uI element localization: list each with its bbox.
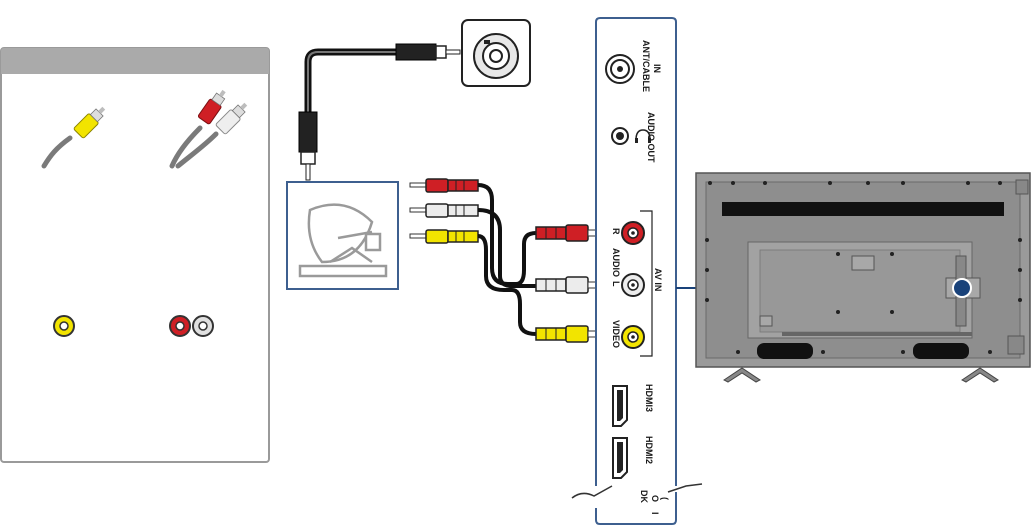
callout-dot bbox=[952, 278, 972, 298]
audio-r-jack bbox=[621, 221, 645, 245]
right-yellow-plug bbox=[535, 325, 601, 343]
hdmi2-port bbox=[612, 437, 628, 479]
audio-out-label: AUDIO OUT bbox=[646, 112, 656, 163]
coaxial-outlet-icon bbox=[461, 19, 531, 87]
left-red-plug bbox=[409, 178, 479, 193]
cutoff-label-3: ( bbox=[660, 497, 670, 500]
tv-stand-right bbox=[961, 367, 999, 383]
white-cable bbox=[477, 208, 536, 288]
hdmi2-label: HDMI2 bbox=[644, 436, 654, 464]
audio-l-jack bbox=[621, 273, 645, 297]
rca-cable-bundle bbox=[409, 178, 601, 343]
tv-connector-panel: ANT/CABLE IN AUDIO OUT bbox=[571, 17, 703, 525]
right-red-plug bbox=[535, 224, 601, 242]
tv-back-illustration bbox=[695, 172, 1031, 383]
cutoff-label-1: DK bbox=[639, 490, 649, 503]
cutoff-label-2: O bbox=[650, 495, 660, 502]
right-white-plug bbox=[535, 276, 601, 294]
coaxial-cable bbox=[298, 43, 461, 181]
cutoff-label-4: I bbox=[650, 512, 660, 515]
ant-cable-in-jack bbox=[605, 54, 635, 84]
panel-cut-line bbox=[571, 483, 703, 499]
av-in-label: AV IN bbox=[653, 268, 663, 291]
panel-frame bbox=[595, 17, 677, 486]
audio-r-label: R bbox=[611, 228, 621, 235]
left-yellow-plug bbox=[409, 229, 479, 244]
ant-cable-label: ANT/CABLE bbox=[641, 40, 651, 92]
hdmi3-port bbox=[612, 385, 628, 427]
left-white-plug bbox=[409, 203, 479, 218]
ant-cable-label-in: IN bbox=[652, 64, 662, 73]
satellite-dish-icon bbox=[286, 181, 399, 290]
legend-panel bbox=[0, 47, 270, 463]
video-label: VIDEO bbox=[611, 320, 621, 348]
tv-speaker-right bbox=[913, 343, 969, 359]
stereo-audio-plug-icon bbox=[169, 89, 248, 169]
audio-l-label: L bbox=[611, 281, 621, 287]
tv-stand-left bbox=[723, 367, 761, 383]
legend-panel-frame bbox=[0, 47, 270, 463]
yellow-cable bbox=[477, 234, 537, 336]
audio-out-jack bbox=[611, 127, 629, 145]
headphone-icon bbox=[635, 129, 651, 143]
composite-video-jack-icon bbox=[53, 315, 75, 337]
composite-video-plug-icon bbox=[41, 106, 106, 169]
tv-vent-strip bbox=[722, 202, 1004, 216]
video-jack bbox=[621, 325, 645, 349]
audio-label: AUDIO bbox=[611, 248, 621, 277]
av-in-group: R AUDIO L VIDEO AV IN bbox=[611, 210, 663, 357]
tv-speaker-left bbox=[757, 343, 813, 359]
stereo-audio-jack-icon bbox=[169, 315, 214, 337]
hdmi3-label: HDMI3 bbox=[644, 384, 654, 412]
